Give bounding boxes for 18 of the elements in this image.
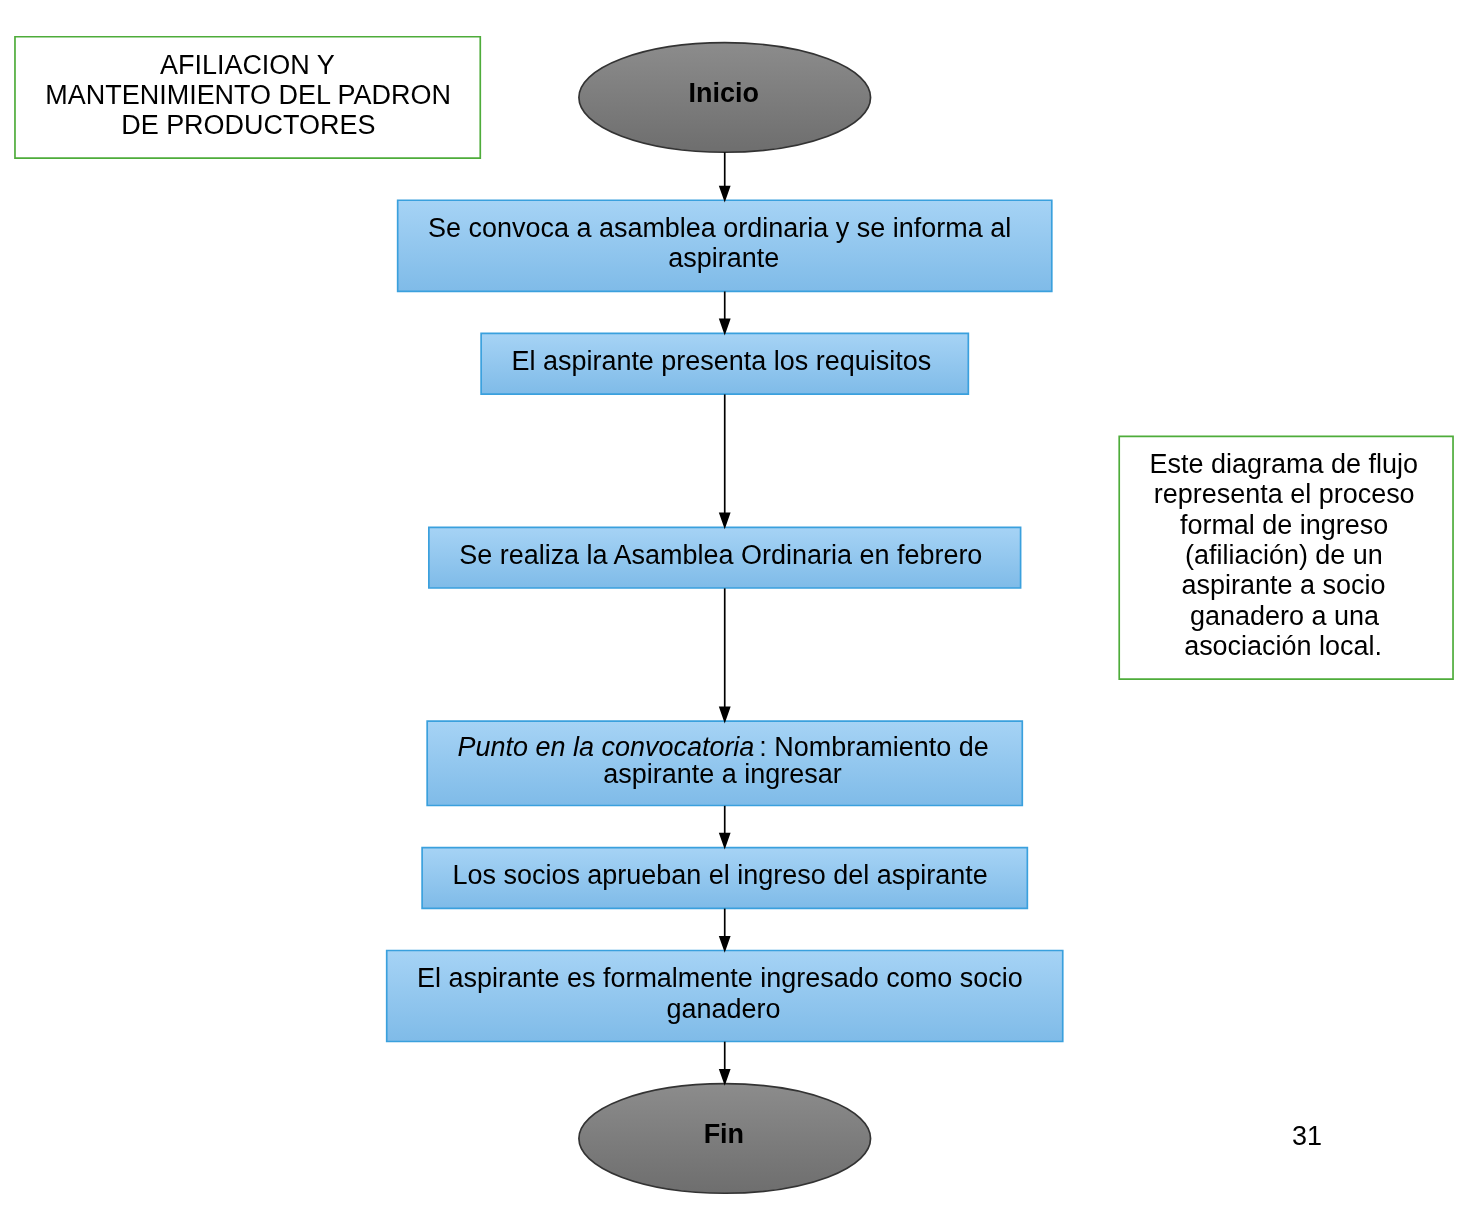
label: 31: [1292, 1120, 1323, 1151]
node-box: Los socios aprueban el ingreso del aspirante: [421, 846, 1029, 910]
arrow: [718, 393, 731, 530]
arrow: [718, 805, 731, 850]
node-ellipse: Fin: [578, 1082, 872, 1195]
arrow: [718, 1040, 731, 1086]
arrow: [718, 587, 731, 724]
node-box: Este diagrama de flujo representa el proceso formal de ingreso (afiliación) de un aspirante a socio ganadero a una asociación local.: [1118, 435, 1454, 680]
arrow: [718, 290, 731, 336]
arrow: [718, 907, 731, 953]
arrow: [718, 151, 731, 203]
node-box: Se realiza la Asamblea Ordinaria en febrero: [428, 526, 1022, 589]
node-box: Se convoca a asamblea ordinaria y se informa al aspirante: [396, 199, 1053, 293]
node-box: El aspirante es formalmente ingresado como socio ganadero: [385, 949, 1064, 1043]
node-box: Punto en la convocatoria: Nombramiento de aspirante a ingresar: [426, 720, 1024, 807]
node-box: El aspirante presenta los requisitos: [480, 332, 970, 395]
node-ellipse: Inicio: [578, 41, 872, 154]
node-box: AFILIACION Y MANTENIMIENTO DEL PADRON DE PRODUCTORES: [14, 35, 482, 159]
